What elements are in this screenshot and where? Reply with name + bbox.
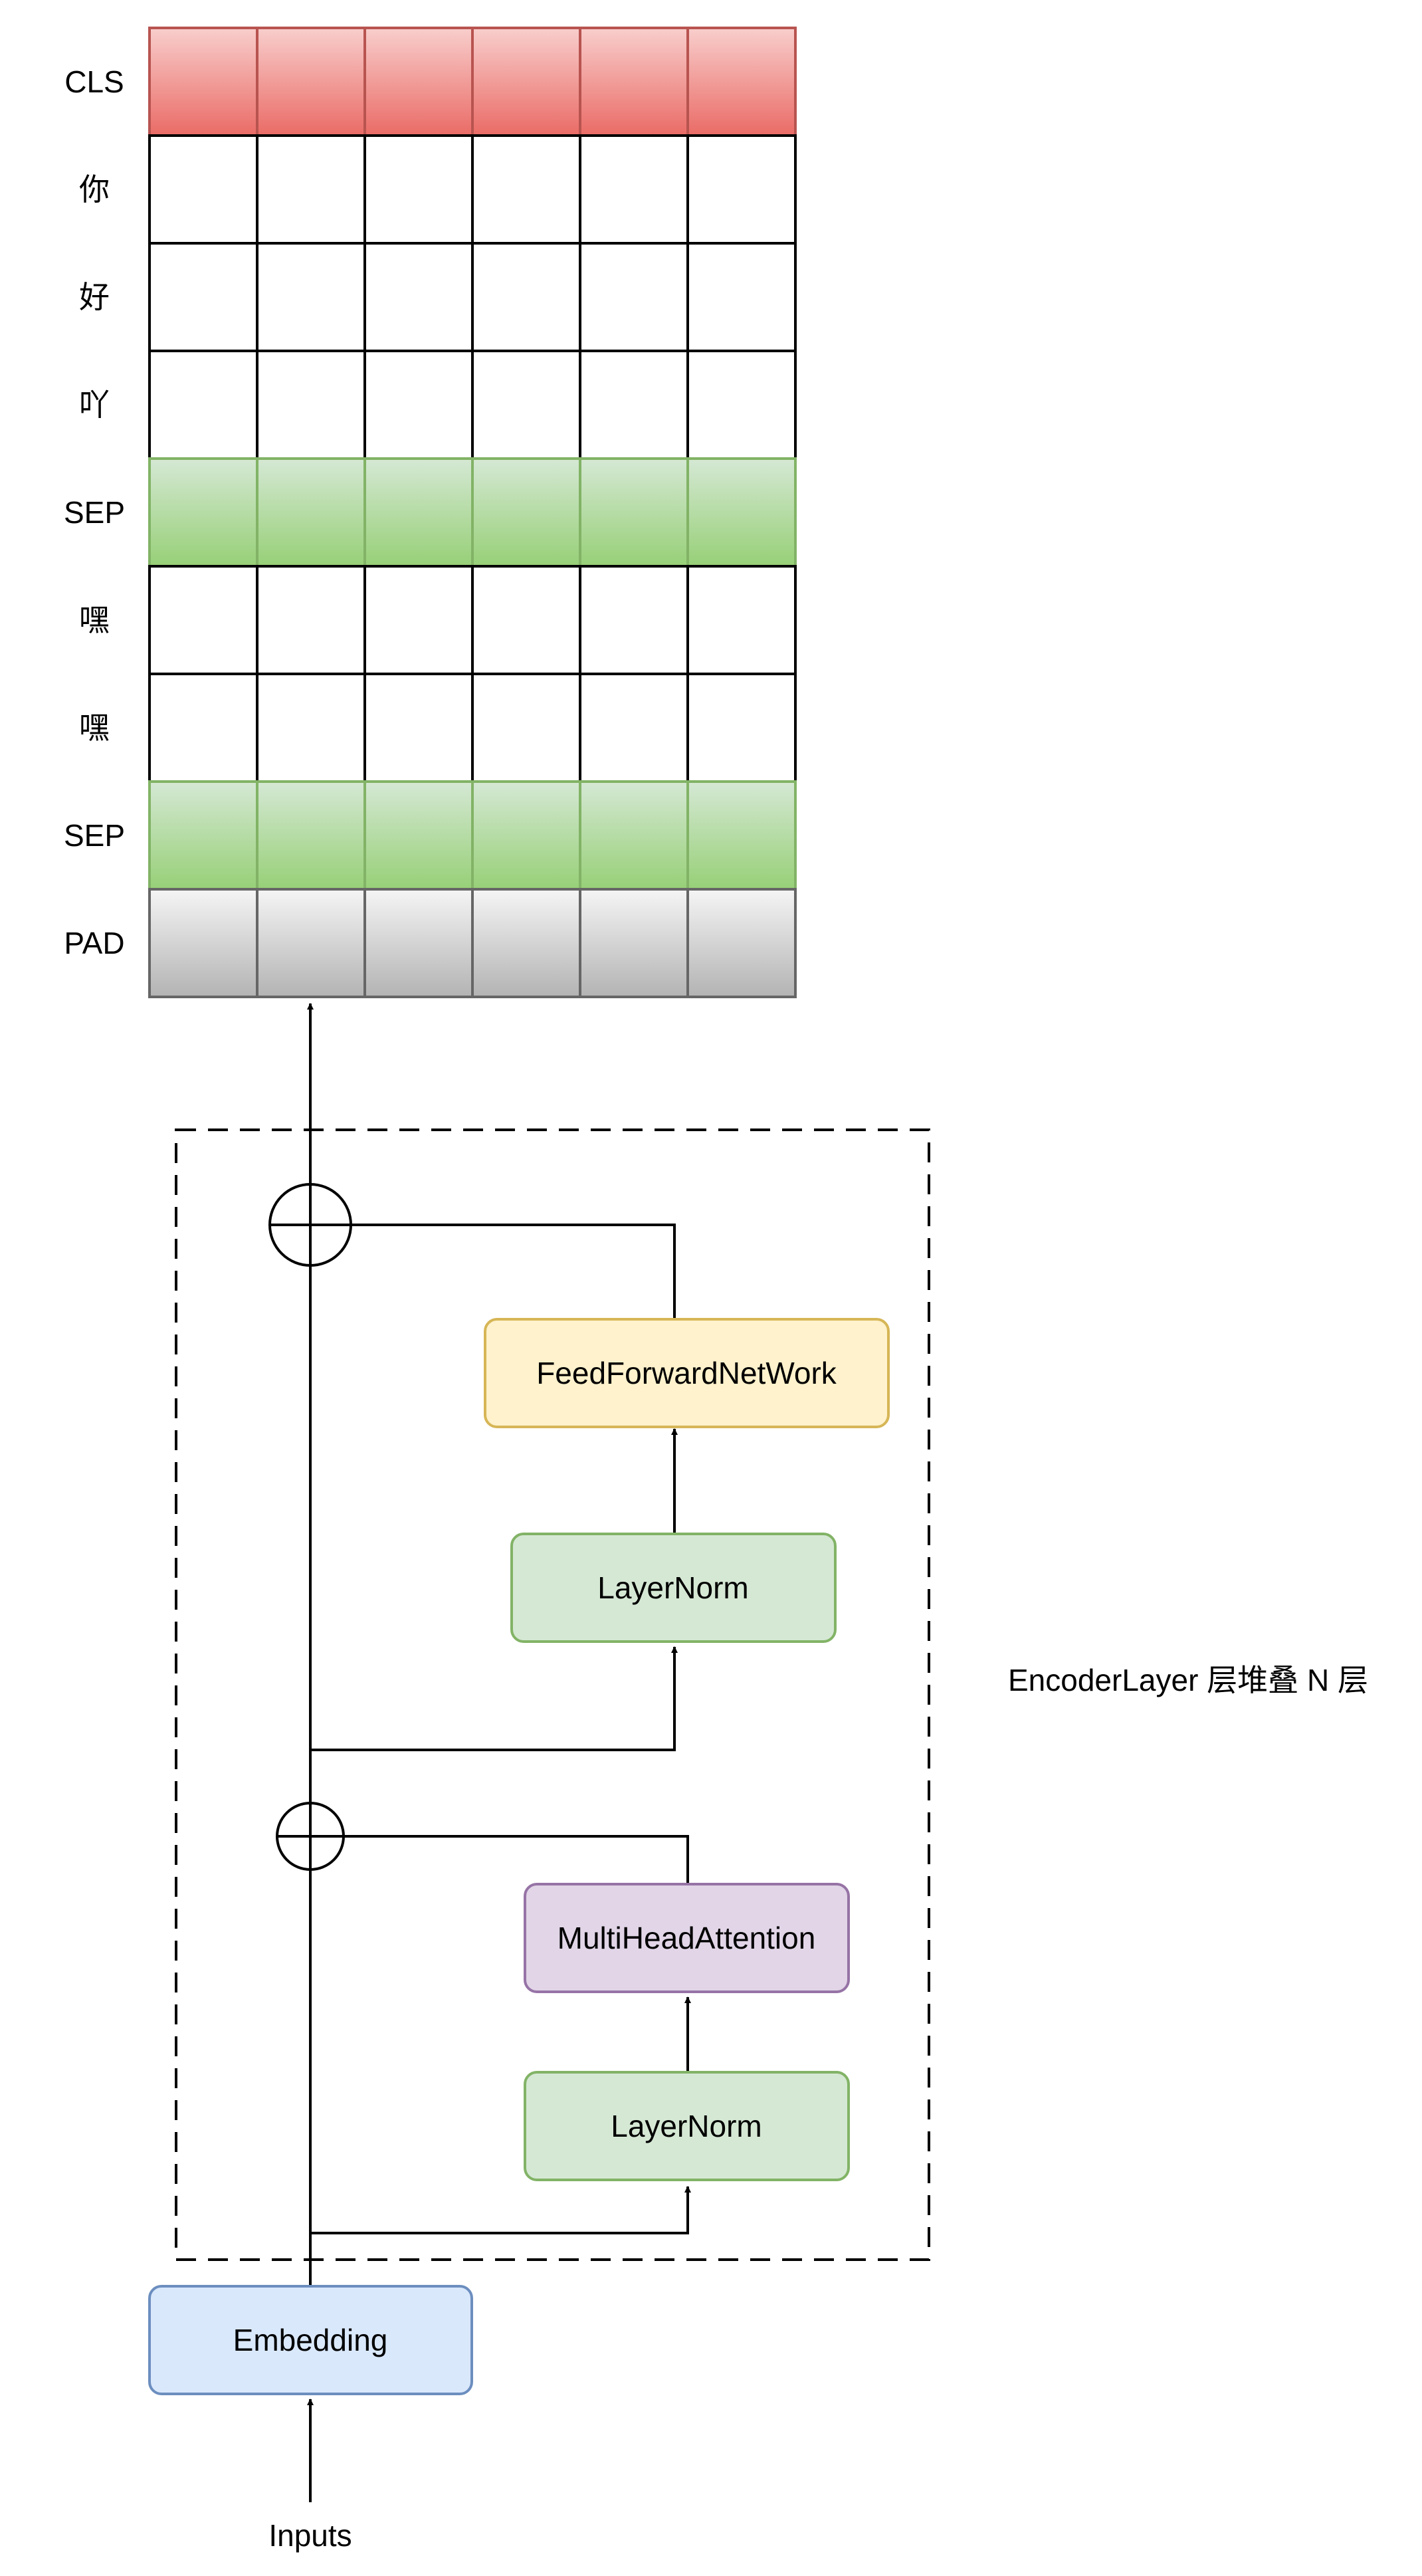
token-cell [471, 242, 581, 352]
token-cell [363, 780, 474, 891]
token-cell [148, 350, 258, 460]
embedding-block: Embedding [148, 2285, 473, 2395]
token-cell [471, 780, 581, 891]
token-cell [363, 888, 474, 998]
token-cell [686, 134, 797, 245]
token-cell [579, 888, 689, 998]
token-cell [579, 673, 689, 783]
token-cell [148, 457, 258, 568]
token-row-plain: 吖 [79, 350, 797, 460]
token-cell [471, 888, 581, 998]
token-cell [256, 134, 366, 245]
token-label: PAD [64, 926, 124, 960]
token-label: CLS [64, 64, 124, 99]
token-cell [579, 350, 689, 460]
token-cell [256, 565, 366, 675]
token-label: SEP [64, 495, 125, 530]
token-cell [471, 27, 581, 137]
token-label: 你 [79, 172, 110, 207]
token-cell [148, 565, 258, 675]
token-cell [148, 242, 258, 352]
token-cell [363, 134, 474, 245]
token-cell [686, 27, 797, 137]
token-cell [686, 457, 797, 568]
token-cell [686, 565, 797, 675]
token-cell [471, 565, 581, 675]
encoder-layer-label: EncoderLayer 层堆叠 N 层 [1008, 1663, 1368, 1697]
token-cell [256, 27, 366, 137]
layernorm-1-label: LayerNorm [611, 2109, 762, 2143]
token-row-cls: CLS [64, 27, 797, 137]
token-cell [686, 242, 797, 352]
add-circle-2 [268, 1183, 352, 1267]
branch-to-layernorm-2 [310, 1646, 678, 1751]
token-cell [579, 565, 689, 675]
embedding-label: Embedding [233, 2323, 388, 2357]
token-cell [363, 673, 474, 783]
token-cell [363, 350, 474, 460]
add-circle-1 [276, 1802, 345, 1871]
multihead-attention-block: MultiHeadAttention [524, 1883, 850, 1993]
token-cell [363, 242, 474, 352]
layernorm-1-block: LayerNorm [524, 2071, 850, 2181]
token-cell [471, 350, 581, 460]
token-label: 嘿 [79, 603, 110, 637]
token-label: 好 [79, 280, 110, 314]
token-cell [579, 780, 689, 891]
token-cell [148, 673, 258, 783]
branch-to-layernorm-1 [310, 2186, 691, 2234]
feedforward-label: FeedForwardNetWork [536, 1356, 837, 1390]
token-cell [256, 780, 366, 891]
token-label: SEP [64, 818, 125, 853]
token-row-plain: 嘿 [79, 673, 797, 783]
token-cell [363, 565, 474, 675]
inputs-label: Inputs [268, 2518, 352, 2553]
token-cell [256, 673, 366, 783]
encoder-layer-boundary [175, 1128, 930, 2261]
token-cell [579, 242, 689, 352]
token-cell [471, 457, 581, 568]
multihead-attention-label: MultiHeadAttention [558, 1921, 816, 1955]
token-cell [363, 27, 474, 137]
layernorm-2-block: LayerNorm [510, 1533, 837, 1643]
token-row-plain: 嘿 [79, 565, 797, 675]
token-cell [256, 888, 366, 998]
token-cell [148, 780, 258, 891]
token-cell [363, 457, 474, 568]
token-cell [256, 350, 366, 460]
mha-to-adder-1 [344, 1835, 689, 1884]
feedforward-block: FeedForwardNetWork [484, 1318, 890, 1428]
token-cell [148, 134, 258, 245]
token-cell [256, 242, 366, 352]
token-cell [686, 888, 797, 998]
token-row-sep: SEP [64, 457, 797, 568]
token-cell [686, 350, 797, 460]
token-cell [148, 888, 258, 998]
token-cell [686, 673, 797, 783]
token-cell [579, 134, 689, 245]
token-cell [579, 27, 689, 137]
ffn-to-adder-2 [351, 1224, 676, 1319]
token-row-plain: 好 [79, 242, 797, 352]
token-cell [686, 780, 797, 891]
token-row-pad: PAD [64, 888, 797, 998]
token-cell [256, 457, 366, 568]
token-label: 吖 [79, 387, 110, 422]
layernorm-2-label: LayerNorm [597, 1570, 749, 1605]
token-cell [148, 27, 258, 137]
token-cell [471, 673, 581, 783]
token-cell [579, 457, 689, 568]
token-label: 嘿 [79, 710, 110, 745]
token-cell [471, 134, 581, 245]
token-row-sep: SEP [64, 780, 797, 891]
token-row-plain: 你 [79, 134, 797, 245]
